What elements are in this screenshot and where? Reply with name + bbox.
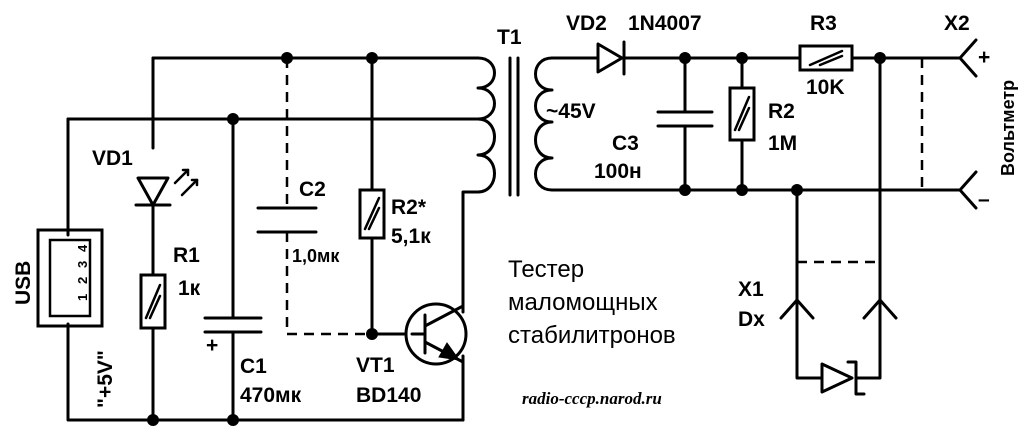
website-label: radio-cccp.narod.ru xyxy=(522,389,662,408)
vt1-transistor xyxy=(404,302,468,366)
x2-minus: – xyxy=(978,188,990,211)
wires-left xyxy=(66,56,480,422)
t1-label: T1 xyxy=(497,26,522,49)
usb-connector xyxy=(36,228,104,328)
vd2-label: VD2 xyxy=(566,12,607,35)
zener-diode-dx xyxy=(820,360,866,396)
x2-label: X2 xyxy=(944,12,970,35)
x2-plus: + xyxy=(978,46,990,69)
x1-label: X1 xyxy=(738,278,764,301)
title-line-2: маломощных xyxy=(508,289,658,316)
vd1-led-symbol xyxy=(134,168,199,207)
vt1-part: BD140 xyxy=(356,384,421,407)
c1-label: C1 xyxy=(240,355,267,378)
usb-pin-2: 2 xyxy=(75,277,90,284)
r3-value: 10K xyxy=(806,76,845,99)
vd2-part: 1N4007 xyxy=(628,12,702,35)
usb-label: USB xyxy=(12,261,35,305)
r1-label: R1 xyxy=(173,244,200,267)
voltmeter-label: Вольтметр xyxy=(998,80,1018,176)
c1-value: 470мк xyxy=(240,384,302,407)
vt1-label: VT1 xyxy=(356,354,395,377)
r2-resistor xyxy=(728,86,756,142)
r2-value: 1M xyxy=(768,132,797,155)
r2star-value: 5,1к xyxy=(391,225,431,248)
c3-label: C3 xyxy=(612,132,639,155)
title-line-1: Тестер xyxy=(508,256,584,283)
c2-value: 1,0мк xyxy=(292,246,340,266)
dashed-guides-right xyxy=(797,58,924,264)
c1-capacitor xyxy=(203,316,263,334)
vd2-diode xyxy=(596,40,626,76)
c3-value: 100н xyxy=(594,160,642,183)
usb-pin-3: 3 xyxy=(75,261,90,268)
c3-capacitor xyxy=(656,110,714,128)
usb-pin-1: 1 xyxy=(75,294,90,301)
vd1-label: VD1 xyxy=(92,147,133,170)
t1-transformer xyxy=(476,56,554,197)
c2-label: C2 xyxy=(299,178,326,201)
c2-capacitor xyxy=(256,206,318,234)
c2-dashed-wiring xyxy=(285,58,370,336)
r2star-label: R2* xyxy=(391,196,427,219)
usb-voltage-label: "+5V" xyxy=(94,350,117,408)
ac-voltage-label: ~45V xyxy=(546,100,596,123)
junction-dots-left xyxy=(147,52,378,426)
x1-dx-label: Dx xyxy=(738,308,765,331)
x2-terminals xyxy=(958,38,978,210)
r3-resistor xyxy=(798,44,854,72)
r1-value: 1к xyxy=(178,277,201,300)
c1-plus: + xyxy=(206,334,218,357)
usb-pin-4: 4 xyxy=(75,244,90,252)
title-line-3: стабилитронов xyxy=(508,322,676,349)
wires-right xyxy=(550,56,962,380)
x1-terminals xyxy=(779,298,898,320)
junction-dots-right xyxy=(679,52,886,196)
r2-label: R2 xyxy=(768,100,795,123)
r1-resistor xyxy=(139,273,167,330)
r3-label: R3 xyxy=(810,12,837,35)
r2star-resistor xyxy=(358,188,386,240)
